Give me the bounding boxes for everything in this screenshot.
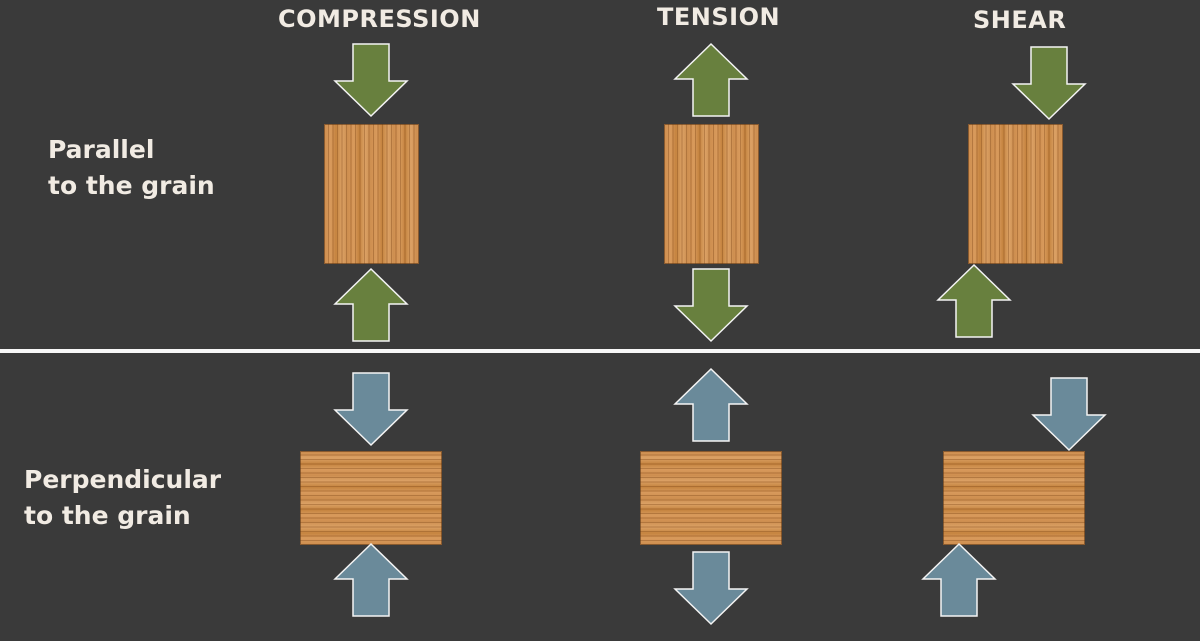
tension-perpendicular-wood-block bbox=[640, 451, 782, 545]
column-title-tension: TENSION bbox=[657, 3, 781, 31]
column-title-shear: SHEAR bbox=[973, 6, 1067, 34]
tension-parallel-wood-block bbox=[664, 124, 759, 264]
row-label-parallel-line1: Parallel bbox=[48, 135, 155, 164]
compression-parallel-arrow-up-icon bbox=[333, 267, 409, 342]
row-label-parallel: Parallel to the grain bbox=[48, 132, 215, 204]
tension-parallel-arrow-up-icon bbox=[673, 42, 749, 117]
compression-perpendicular-arrow-down-icon bbox=[333, 372, 409, 447]
shear-perpendicular-wood-block bbox=[943, 451, 1085, 545]
tension-perpendicular-arrow-up-icon bbox=[673, 367, 749, 442]
tension-perpendicular-arrow-down-icon bbox=[673, 551, 749, 626]
shear-parallel-arrow-down-icon bbox=[1011, 46, 1087, 121]
shear-perpendicular-arrow-down-icon bbox=[1031, 377, 1107, 452]
compression-perpendicular-arrow-up-icon bbox=[333, 542, 409, 617]
compression-perpendicular-wood-block bbox=[300, 451, 442, 545]
column-title-compression: COMPRESSION bbox=[278, 5, 481, 33]
row-label-parallel-line2: to the grain bbox=[48, 171, 215, 200]
shear-parallel-arrow-up-icon bbox=[936, 263, 1012, 338]
shear-perpendicular-arrow-up-icon bbox=[921, 542, 997, 617]
row-label-perpendicular-line1: Perpendicular bbox=[24, 465, 222, 494]
row-label-perpendicular: Perpendicular to the grain bbox=[24, 462, 221, 534]
tension-parallel-arrow-down-icon bbox=[673, 268, 749, 343]
compression-parallel-arrow-down-icon bbox=[333, 43, 409, 118]
row-divider bbox=[0, 349, 1200, 353]
compression-parallel-wood-block bbox=[324, 124, 419, 264]
shear-parallel-wood-block bbox=[968, 124, 1063, 264]
row-label-perpendicular-line2: to the grain bbox=[24, 501, 191, 530]
